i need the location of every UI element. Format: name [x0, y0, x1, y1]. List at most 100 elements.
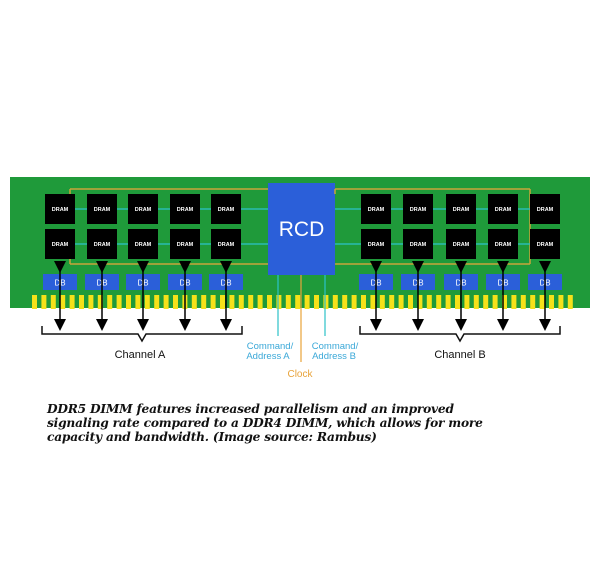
gold-finger — [314, 295, 319, 309]
gold-finger — [464, 295, 470, 309]
clock-label: Clock — [287, 369, 313, 380]
gold-finger — [426, 295, 432, 309]
gold-finger — [567, 295, 573, 309]
dram-b-3-top — [488, 194, 518, 224]
channel-a-brace — [41, 326, 243, 343]
dram-a-0-bottom — [45, 229, 75, 259]
gold-finger — [257, 295, 263, 309]
gold-finger — [436, 295, 442, 309]
dram-a-4-top — [211, 194, 241, 224]
dram-a-0-top — [45, 194, 75, 224]
gold-finger — [32, 295, 37, 309]
gold-finger — [379, 295, 385, 309]
gold-finger — [238, 295, 244, 309]
dram-b-2-top — [446, 194, 476, 224]
dram-label: DRAM — [94, 242, 111, 248]
gold-finger — [163, 295, 169, 309]
dram-label: DRAM — [177, 242, 194, 248]
gold-finger — [351, 295, 357, 309]
dram-a-4-bottom — [211, 229, 241, 259]
dram-label: DRAM — [453, 242, 470, 248]
gold-finger — [50, 295, 56, 309]
ddr5-dimm-diagram: RCDDRAMDRAMDBDRAMDRAMDBDRAMDRAMDBDRAMDRA… — [10, 177, 590, 380]
dram-a-2-bottom — [128, 229, 158, 259]
gold-finger — [69, 295, 75, 309]
gold-finger — [295, 295, 301, 309]
dram-label: DRAM — [495, 207, 512, 213]
gold-finger — [191, 295, 197, 309]
dram-label: DRAM — [410, 242, 427, 248]
gold-finger — [389, 295, 395, 309]
dram-label: DRAM — [537, 207, 554, 213]
dram-b-4-bottom — [530, 229, 560, 259]
dram-label: DRAM — [495, 242, 512, 248]
dram-label: DRAM — [52, 242, 69, 248]
gold-finger — [248, 295, 254, 309]
gold-finger — [370, 295, 376, 309]
gold-finger — [445, 295, 451, 309]
dram-label: DRAM — [537, 242, 554, 248]
dram-label: DRAM — [135, 207, 152, 213]
dram-label: DRAM — [453, 207, 470, 213]
dram-b-1-top — [403, 194, 433, 224]
rcd-label: RCD — [279, 218, 325, 241]
gold-finger — [398, 295, 404, 309]
gold-finger — [173, 295, 178, 309]
dram-label: DRAM — [135, 242, 152, 248]
dram-b-4-top — [530, 194, 560, 224]
dram-label: DRAM — [368, 207, 385, 213]
dram-a-3-top — [170, 194, 200, 224]
gold-finger — [88, 295, 94, 309]
gold-finger — [285, 295, 291, 309]
gold-finger — [520, 295, 526, 309]
gold-finger — [60, 295, 66, 309]
dram-b-0-top — [361, 194, 391, 224]
dram-label: DRAM — [368, 242, 385, 248]
dram-a-1-top — [87, 194, 117, 224]
dram-a-1-bottom — [87, 229, 117, 259]
gold-finger — [79, 295, 84, 309]
gold-finger — [304, 295, 310, 309]
gold-finger — [549, 295, 554, 309]
gold-finger — [332, 295, 338, 309]
rcd-chip — [268, 183, 335, 275]
dram-b-3-bottom — [488, 229, 518, 259]
dram-b-0-bottom — [361, 229, 391, 259]
gold-finger — [201, 295, 207, 309]
dram-label: DRAM — [410, 207, 427, 213]
gold-finger — [107, 295, 113, 309]
gold-finger — [154, 295, 160, 309]
dram-label: DRAM — [218, 242, 235, 248]
gold-finger — [144, 295, 150, 309]
gold-finger — [492, 295, 498, 309]
gold-finger — [408, 295, 413, 309]
command-address-b-label-line2: Address B — [312, 351, 356, 362]
gold-finger — [229, 295, 235, 309]
gold-finger — [483, 295, 489, 309]
dram-b-2-bottom — [446, 229, 476, 259]
command-address-a-label-line2: Address A — [246, 351, 290, 362]
gold-finger — [267, 295, 272, 309]
command-address-a-label-line1: Command/ — [247, 341, 294, 352]
gold-finger — [455, 295, 460, 309]
dram-b-1-bottom — [403, 229, 433, 259]
channel-b-brace — [359, 326, 561, 343]
gold-finger — [511, 295, 517, 309]
channel-a-label: Channel A — [115, 349, 166, 361]
gold-finger — [530, 295, 536, 309]
gold-finger — [116, 295, 122, 309]
dram-label: DRAM — [177, 207, 194, 213]
gold-finger — [220, 295, 225, 309]
command-address-b-label-line1: Command/ — [312, 341, 359, 352]
gold-finger — [558, 295, 564, 309]
gold-finger — [135, 295, 141, 309]
channel-b-label: Channel B — [434, 349, 485, 361]
gold-finger — [41, 295, 47, 309]
gold-finger — [276, 295, 282, 309]
gold-finger — [323, 295, 329, 309]
gold-finger — [210, 295, 216, 309]
dram-a-2-top — [128, 194, 158, 224]
dram-a-3-bottom — [170, 229, 200, 259]
gold-finger — [539, 295, 545, 309]
dram-label: DRAM — [218, 207, 235, 213]
